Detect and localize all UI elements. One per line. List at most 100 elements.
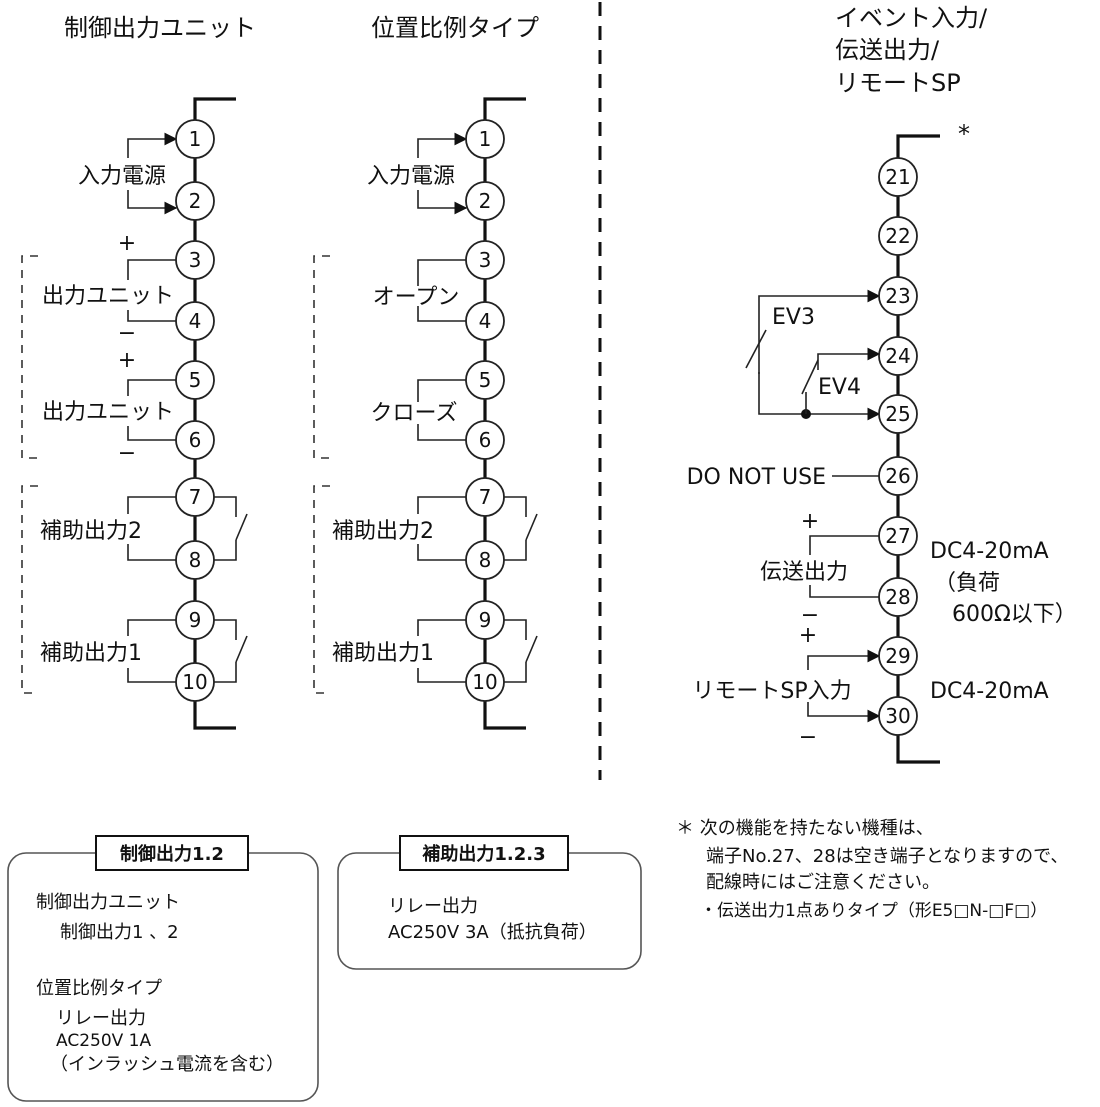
terminal-bus-right bbox=[896, 134, 940, 764]
note-line1: ＊ 次の機能を持たない機種は、 bbox=[676, 818, 934, 839]
label-aux-output-2-mid: 補助出力2 bbox=[332, 519, 434, 544]
control-output-spec-box: 制御出力1.2 制御出力ユニット 制御出力1 、2 位置比例タイプ リレー出力 … bbox=[7, 835, 319, 1102]
wire-27 bbox=[809, 535, 879, 555]
label-load-2: 600Ω以下） bbox=[952, 602, 1077, 627]
label-transmission-output: 伝送出力 bbox=[760, 560, 848, 585]
ev3-switch bbox=[745, 329, 767, 369]
label-do-not-use: DO NOT USE bbox=[687, 465, 826, 490]
label-close: クローズ bbox=[371, 401, 458, 426]
wire-4 bbox=[127, 310, 176, 322]
box-control-output-line1: 制御出力ユニット bbox=[36, 892, 180, 913]
bracket-outputs bbox=[21, 255, 38, 459]
label-open: オープン bbox=[373, 285, 460, 310]
terminal-30: 30 bbox=[885, 704, 910, 728]
terminal-10: 10 bbox=[182, 670, 207, 694]
wire-9a bbox=[127, 619, 176, 636]
header-position-proportional: 位置比例タイプ bbox=[371, 14, 539, 42]
terminal-10-mid: 10 bbox=[472, 670, 497, 694]
box-aux-output-line1: リレー出力 bbox=[388, 896, 478, 917]
label-minus-4: − bbox=[118, 321, 136, 346]
terminal-3: 3 bbox=[189, 248, 202, 272]
relay-1-bottom-mid bbox=[504, 662, 527, 683]
terminal-24: 24 bbox=[885, 344, 910, 368]
terminal-5: 5 bbox=[189, 368, 202, 392]
control-output-column: 入力電源 + − 出力ユニット + − 出力ユニット 補助出力2 補助出力1 1 bbox=[21, 97, 248, 730]
label-output-unit-1: 出力ユニット bbox=[42, 284, 174, 309]
note-line3: 配線時にはご注意ください。 bbox=[706, 872, 940, 893]
relay-1-top-mid bbox=[504, 619, 527, 640]
wire-6-mid bbox=[417, 424, 466, 441]
wire-30 bbox=[807, 702, 881, 723]
label-plus-5: + bbox=[118, 348, 136, 373]
relay-2-switch bbox=[235, 513, 248, 541]
terminal-5-mid: 5 bbox=[479, 368, 492, 392]
wire-7b bbox=[417, 496, 466, 514]
terminal-7: 7 bbox=[189, 485, 202, 509]
terminal-23: 23 bbox=[885, 284, 910, 308]
terminal-bus-middle bbox=[483, 97, 526, 730]
terminal-25: 25 bbox=[885, 402, 910, 426]
wire-10b bbox=[417, 668, 466, 683]
box-aux-output-line2: AC250V 3A（抵抗負荷） bbox=[388, 922, 597, 943]
box-control-output-title: 制御出力1.2 bbox=[120, 843, 224, 865]
header-event-input-line2: 伝送出力/ bbox=[835, 36, 940, 64]
relay-2-bottom-mid bbox=[504, 540, 527, 561]
label-aux-output-1: 補助出力1 bbox=[40, 641, 142, 666]
wire-7a bbox=[127, 496, 176, 514]
terminal-9-mid: 9 bbox=[479, 608, 492, 632]
box-control-output-line5: AC250V 1A bbox=[56, 1031, 151, 1051]
terminal-27: 27 bbox=[885, 524, 910, 548]
position-proportional-column: 入力電源 オープン クローズ 補助出力2 補助出力1 1 2 3 4 5 6 7… bbox=[313, 97, 538, 730]
note-line4: ・伝送出力1点ありタイプ（形E5□N-□F□） bbox=[700, 901, 1047, 921]
relay-1-switch bbox=[235, 635, 248, 663]
label-input-power-mid: 入力電源 bbox=[367, 164, 455, 189]
label-plus-29: + bbox=[799, 623, 817, 648]
terminal-22: 22 bbox=[885, 224, 910, 248]
note-line2: 端子No.27、28は空き端子となりますので、 bbox=[706, 846, 1068, 867]
wire-29 bbox=[807, 649, 881, 670]
bracket-aux bbox=[21, 485, 38, 694]
box-control-output-line2: 制御出力1 、2 bbox=[60, 922, 179, 943]
bracket-aux-mid bbox=[313, 485, 330, 694]
bracket-outputs-mid bbox=[313, 255, 330, 459]
terminal-1: 1 bbox=[189, 127, 202, 151]
label-remote-sp-input: リモートSP入力 bbox=[692, 679, 851, 704]
relay-1-bottom bbox=[214, 662, 237, 683]
terminal-4: 4 bbox=[189, 309, 202, 333]
terminal-8-mid: 8 bbox=[479, 548, 492, 572]
terminal-bus-left bbox=[193, 97, 236, 730]
relay-2-bottom bbox=[214, 540, 237, 561]
wire-28 bbox=[809, 585, 879, 598]
wire-5-mid bbox=[417, 379, 466, 402]
wire-4-mid bbox=[417, 306, 466, 322]
box-aux-output-title: 補助出力1.2.3 bbox=[421, 843, 545, 865]
wire-3 bbox=[127, 259, 176, 280]
label-aux-output-2: 補助出力2 bbox=[40, 519, 142, 544]
label-minus-6: − bbox=[118, 441, 136, 466]
label-ev4: EV4 bbox=[818, 375, 861, 400]
relay-1-top bbox=[214, 619, 237, 640]
terminal-21: 21 bbox=[885, 165, 910, 189]
terminal-8: 8 bbox=[189, 548, 202, 572]
terminal-26: 26 bbox=[885, 464, 910, 488]
label-input-power: 入力電源 bbox=[78, 164, 166, 189]
ev4-switch bbox=[801, 359, 819, 395]
power-arrow-2 bbox=[127, 190, 178, 215]
terminal-7-mid: 7 bbox=[479, 485, 492, 509]
power-arrow-1-mid bbox=[417, 132, 468, 158]
label-dc420-b: DC4-20mA bbox=[930, 679, 1049, 704]
box-control-output-line4: リレー出力 bbox=[56, 1008, 146, 1029]
wire-8b bbox=[417, 544, 466, 561]
relay-1-switch-mid bbox=[525, 635, 538, 663]
terminal-3-mid: 3 bbox=[479, 248, 492, 272]
terminal-1-mid: 1 bbox=[479, 127, 492, 151]
terminal-28: 28 bbox=[885, 585, 910, 609]
box-control-output-line6: （インラッシュ電流を含む） bbox=[50, 1054, 284, 1075]
ev4-wire bbox=[817, 347, 881, 370]
wire-3-mid bbox=[417, 259, 466, 286]
aux-output-spec-box: 補助出力1.2.3 リレー出力 AC250V 3A（抵抗負荷） bbox=[337, 835, 642, 970]
label-plus-3: + bbox=[118, 231, 136, 256]
relay-2-switch-mid bbox=[525, 513, 538, 541]
label-output-unit-2: 出力ユニット bbox=[42, 400, 174, 425]
